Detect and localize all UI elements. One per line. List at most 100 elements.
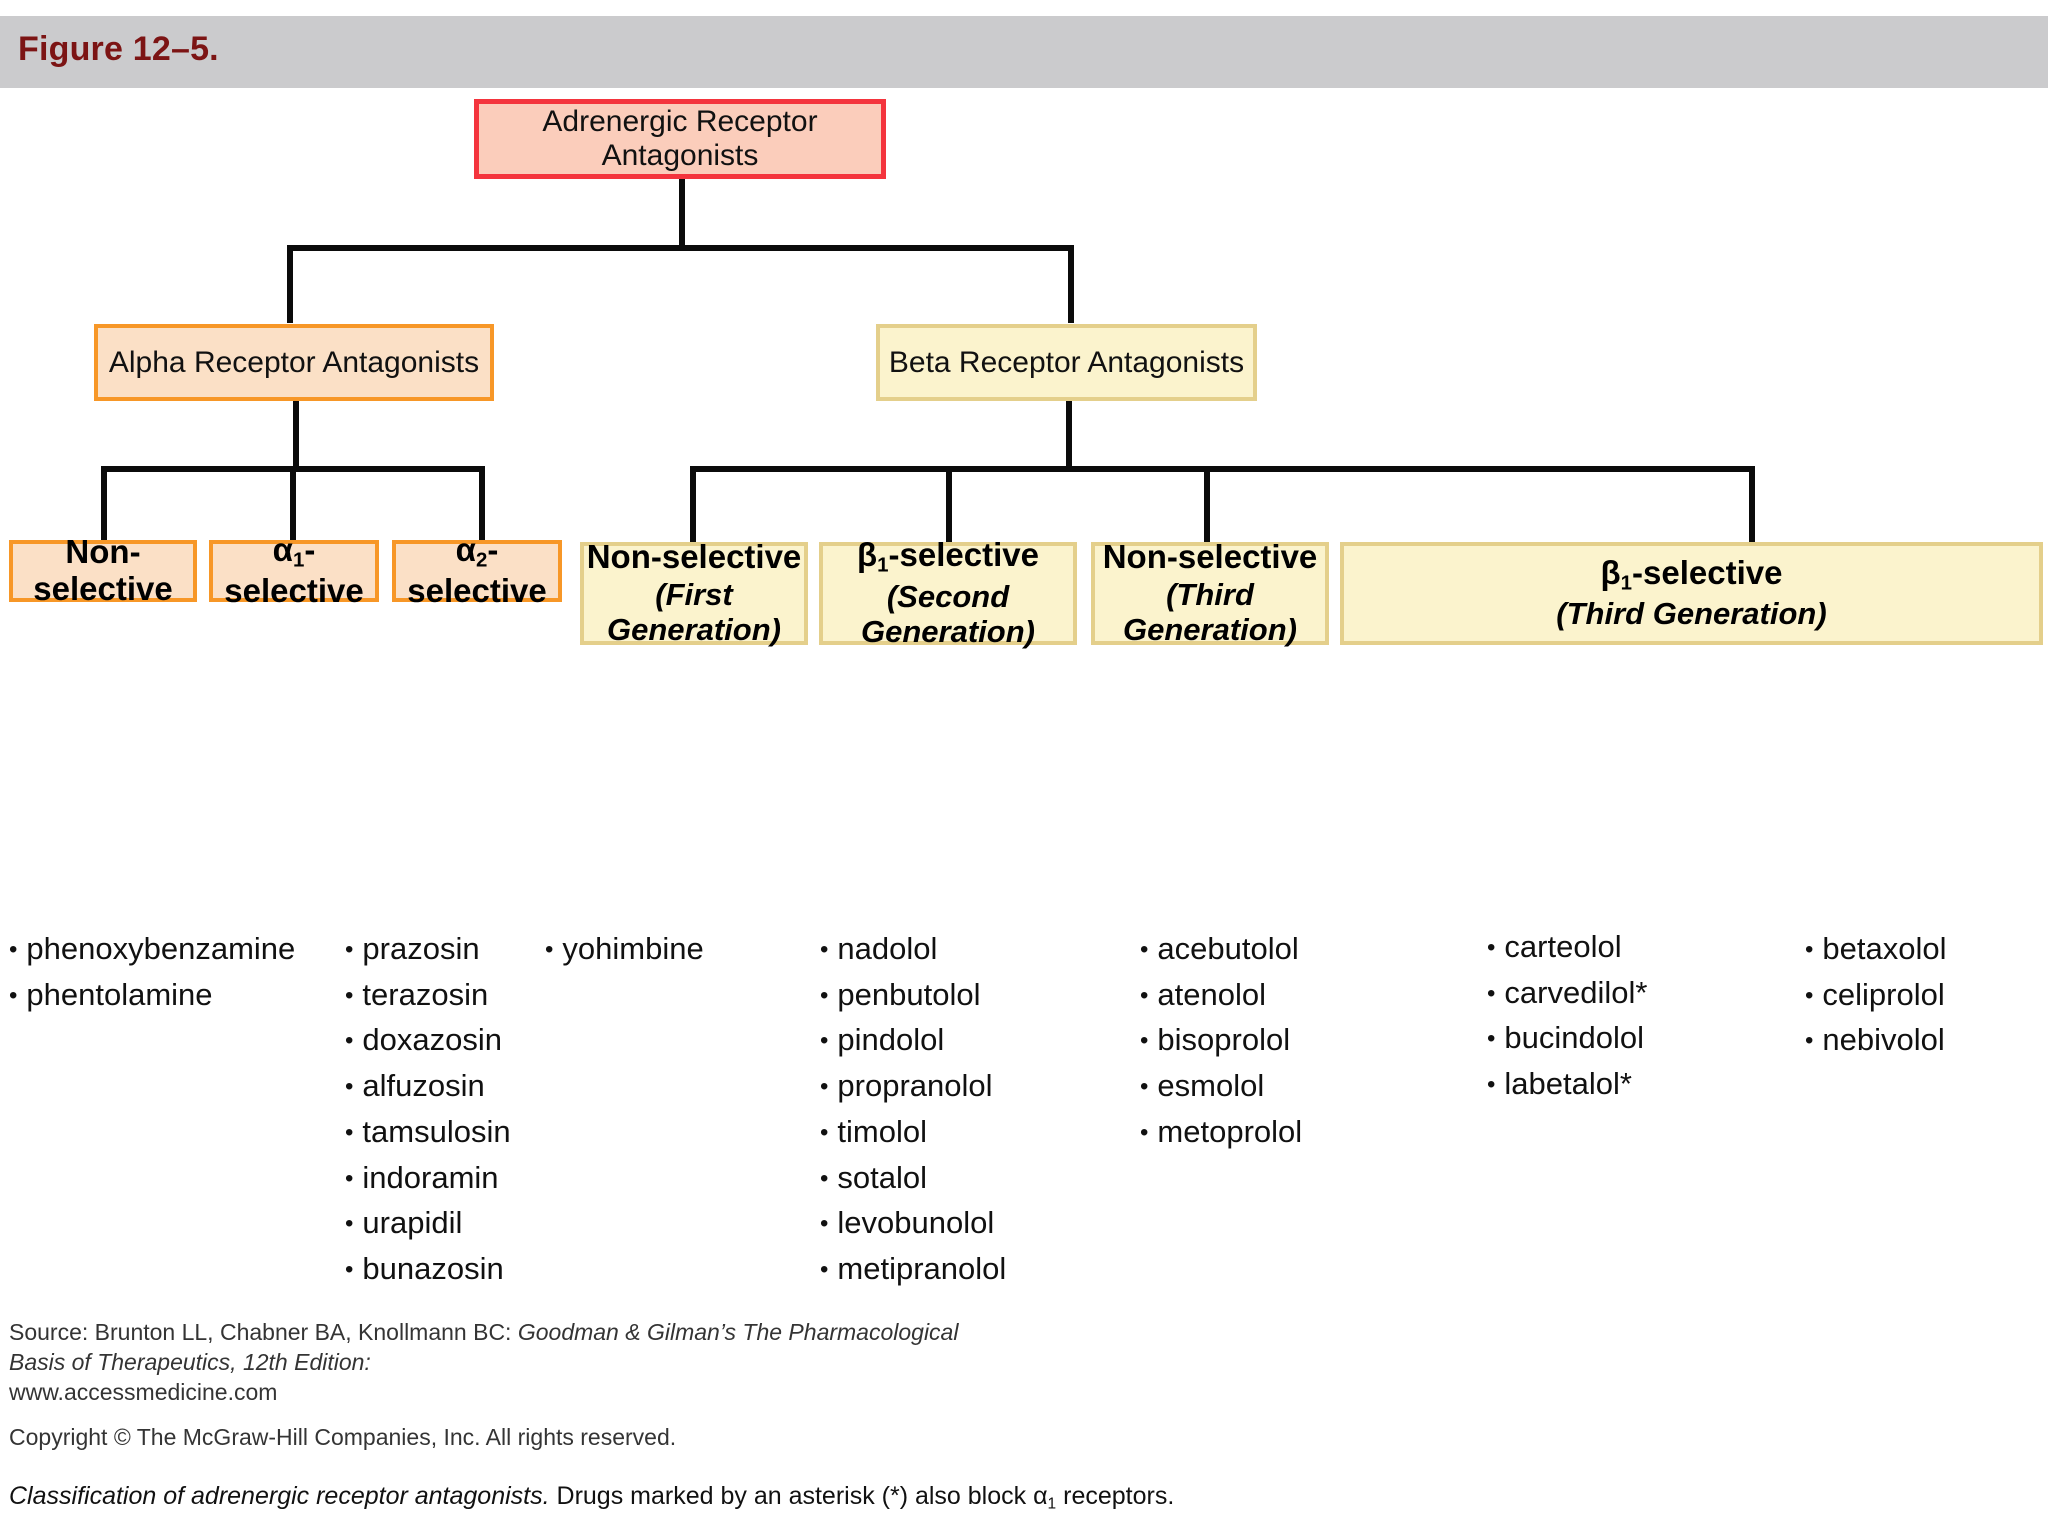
node-beta-non-selective-first-generation[interactable]: Non-selective (First Generation) bbox=[580, 538, 808, 647]
drug-name: bunazosin bbox=[362, 1251, 504, 1287]
bullet-icon: • bbox=[1805, 981, 1814, 1009]
drug-list-item: • bucindolol bbox=[1487, 1021, 1647, 1056]
drug-list-item: • penbutolol bbox=[820, 976, 1006, 1013]
page-title: Figure 12–5. bbox=[18, 30, 219, 68]
drug-list-item: •timolol bbox=[820, 1114, 1006, 1150]
bullet-icon: • bbox=[545, 936, 554, 963]
node-label: Beta Receptor Antagonists bbox=[888, 345, 1245, 379]
node-beta1-selective-second-generation[interactable]: β1-selective (Second Generation) bbox=[819, 536, 1077, 649]
bullet-icon: • bbox=[1805, 936, 1814, 963]
bullet-icon: • bbox=[9, 981, 18, 1009]
drug-list-item: •carvedilol* bbox=[1487, 975, 1647, 1011]
drug-name: prazosin bbox=[362, 931, 480, 966]
drug-list-item: •propranolol bbox=[820, 1068, 1006, 1104]
drug-list-item: •esmolol bbox=[1140, 1068, 1302, 1104]
connector-drop-alpha bbox=[287, 245, 293, 323]
node-sublabel: (Third Generation) bbox=[1123, 577, 1297, 647]
drug-name: tamsulosin bbox=[362, 1113, 511, 1149]
node-label: Non-selective bbox=[1102, 538, 1318, 576]
drug-name: phentolamine bbox=[26, 976, 213, 1012]
drug-list-item: • doxazosin bbox=[345, 1023, 511, 1058]
node-label: Non-selective bbox=[586, 538, 802, 576]
drug-name: doxazosin bbox=[362, 1022, 502, 1058]
bullet-icon: • bbox=[345, 1027, 354, 1055]
node-beta-non-selective-third-generation[interactable]: Non-selective (Third Generation) bbox=[1091, 538, 1329, 647]
bullet-icon: • bbox=[345, 1256, 354, 1284]
drug-name: terazosin bbox=[362, 976, 489, 1012]
drug-list-item: •bisoprolol bbox=[1140, 1023, 1302, 1058]
node-beta-receptor-antagonists[interactable]: Beta Receptor Antagonists bbox=[876, 324, 1257, 401]
drug-list-item: • atenolol bbox=[1140, 976, 1302, 1013]
connector-beta-drop-1 bbox=[690, 466, 696, 542]
bullet-icon: • bbox=[1487, 934, 1496, 961]
bullet-icon: • bbox=[345, 936, 354, 963]
node-alpha-receptor-antagonists[interactable]: Alpha Receptor Antagonists bbox=[94, 324, 494, 401]
drug-name: levobunolol bbox=[837, 1205, 995, 1241]
source-title: Goodman & Gilman’s The Pharmacological B… bbox=[9, 1319, 959, 1375]
drug-list-alpha1-selective: •prazosin•terazosin•doxazosin•alfuzosin•… bbox=[345, 931, 511, 1298]
source-citation: Source: Brunton LL, Chabner BA, Knollman… bbox=[9, 1318, 1009, 1408]
drug-list-item: • bunazosin bbox=[345, 1251, 511, 1287]
drug-list-item: •indoramin bbox=[345, 1160, 511, 1196]
bullet-icon: • bbox=[1140, 1118, 1149, 1146]
connector-drop-beta bbox=[1068, 245, 1074, 323]
figure-caption: Classification of adrenergic receptor an… bbox=[9, 1482, 1909, 1513]
drug-list-beta-third-gen-b1: • betaxolol • celiprolol •nebivolol bbox=[1805, 931, 1947, 1069]
drug-name: alfuzosin bbox=[362, 1068, 485, 1104]
caption-title: Classification of adrenergic receptor an… bbox=[9, 1482, 550, 1510]
drug-list-item: •terazosin bbox=[345, 976, 511, 1013]
drug-name: metipranolol bbox=[837, 1251, 1007, 1287]
caption-subscript: 1 bbox=[1047, 1495, 1057, 1513]
figure-header-bar bbox=[0, 16, 2048, 88]
bullet-icon: • bbox=[345, 1073, 354, 1101]
drug-list-item: • labetalol* bbox=[1487, 1066, 1647, 1102]
drug-list-item: •yohimbine bbox=[545, 931, 704, 967]
connector-beta-rail bbox=[690, 466, 1755, 472]
drug-name: labetalol* bbox=[1504, 1066, 1632, 1102]
node-alpha2-selective[interactable]: α2-selective bbox=[392, 531, 562, 609]
drug-list-item: • prazosin bbox=[345, 931, 511, 967]
bullet-icon: • bbox=[820, 1118, 829, 1146]
bullet-icon: • bbox=[820, 1164, 829, 1192]
connector-beta-drop-4 bbox=[1749, 466, 1755, 542]
bullet-icon: • bbox=[1487, 1071, 1496, 1099]
node-adrenergic-receptor-antagonists[interactable]: Adrenergic Receptor Antagonists bbox=[474, 99, 886, 179]
drug-list-item: •nebivolol bbox=[1805, 1023, 1947, 1058]
drug-list-item: •sotalol bbox=[820, 1160, 1006, 1196]
drug-name: urapidil bbox=[362, 1205, 463, 1241]
drug-name: atenolol bbox=[1157, 976, 1266, 1012]
connector-alpha-drop-1 bbox=[101, 466, 107, 540]
drug-list-item: •urapidil bbox=[345, 1205, 511, 1241]
drug-name: celiprolol bbox=[1822, 976, 1945, 1012]
node-beta1-selective-third-generation[interactable]: β1-selective (Third Generation) bbox=[1340, 542, 2043, 645]
drug-list-beta-second-gen: •acebutolol•atenolol•bisoprolol•esmolol•… bbox=[1140, 931, 1302, 1161]
bullet-icon: • bbox=[820, 1027, 829, 1055]
bullet-icon: • bbox=[1487, 1025, 1496, 1053]
drug-name: betaxolol bbox=[1822, 931, 1947, 966]
drug-name: carteolol bbox=[1504, 929, 1622, 964]
drug-list-item: • celiprolol bbox=[1805, 976, 1947, 1013]
connector-alpha-drop-3 bbox=[479, 466, 485, 540]
bullet-icon: • bbox=[820, 981, 829, 1009]
node-label: α1-selective bbox=[224, 531, 364, 609]
drug-list-beta-third-gen-ns: •carteolol•carvedilol*•bucindolol•labeta… bbox=[1487, 929, 1647, 1113]
drug-list-item: •acebutolol bbox=[1140, 931, 1302, 967]
node-alpha1-selective[interactable]: α1-selective bbox=[209, 531, 379, 609]
node-label: β1-selective bbox=[857, 536, 1039, 578]
bullet-icon: • bbox=[1487, 979, 1496, 1007]
bullet-icon: • bbox=[1140, 936, 1149, 963]
drug-list-item: •phenoxybenzamine bbox=[9, 931, 295, 967]
drug-name: penbutolol bbox=[837, 976, 981, 1012]
bullet-icon: • bbox=[1140, 1073, 1149, 1101]
node-alpha-non-selective[interactable]: Non-selective bbox=[9, 533, 197, 607]
connector-beta-drop-3 bbox=[1204, 466, 1210, 542]
source-url[interactable]: www.accessmedicine.com bbox=[9, 1378, 278, 1405]
drug-list-alpha-non-selective: •phenoxybenzamine • phentolamine bbox=[9, 931, 295, 1023]
drug-name: bucindolol bbox=[1504, 1020, 1645, 1056]
node-label: Adrenergic Receptor Antagonists bbox=[542, 105, 818, 172]
bullet-icon: • bbox=[820, 936, 829, 963]
connector-root-stem bbox=[679, 177, 685, 249]
drug-name: bisoprolol bbox=[1157, 1022, 1291, 1058]
bullet-icon: • bbox=[1140, 981, 1149, 1009]
